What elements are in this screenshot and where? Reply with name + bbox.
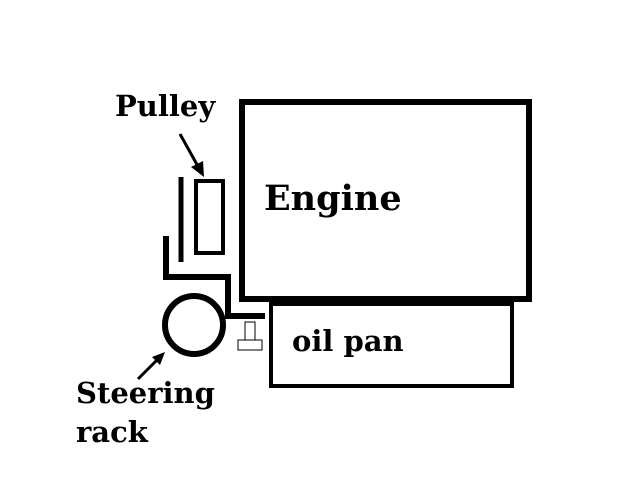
steering-rack-label-line1: Steering: [76, 376, 215, 410]
oil-pan: [269, 302, 514, 388]
steering-rack-label-line2: rack: [76, 415, 149, 449]
pulley-arrow-shaft: [178, 133, 202, 171]
drain-plug-head: [237, 339, 263, 351]
engine-block: [239, 99, 532, 302]
steering-rack-arrowhead-icon: [152, 352, 165, 365]
pulley-bracket: [163, 236, 265, 319]
oil-pan-label: oil pan: [292, 324, 404, 358]
pulley: [194, 179, 225, 255]
steering-rack-arrow-shaft: [136, 357, 160, 381]
pulley-label: Pulley: [115, 89, 216, 123]
steering-rack: [162, 293, 226, 357]
pulley-arrowhead-icon: [191, 161, 204, 177]
engine-label: Engine: [264, 178, 402, 219]
drain-plug: [244, 321, 256, 341]
